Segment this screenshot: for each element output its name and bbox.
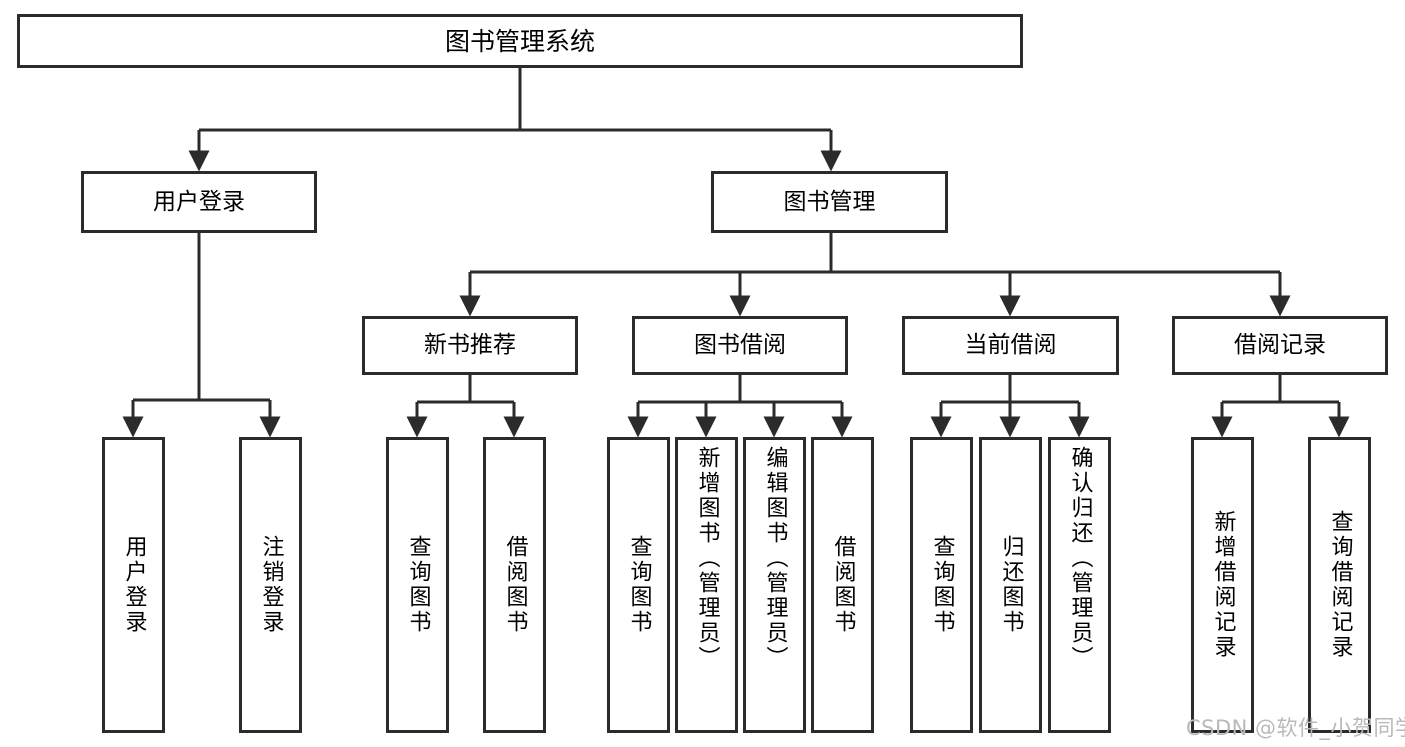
- leaf-current-borrow-query[interactable]: 查询图书: [910, 437, 973, 733]
- node-label: 确认归还（管理员）: [1067, 446, 1093, 671]
- node-label: 借阅图书: [830, 535, 856, 635]
- node-borrow-record[interactable]: 借阅记录: [1172, 316, 1388, 375]
- leaf-current-borrow-confirm[interactable]: 确认归还（管理员）: [1048, 437, 1111, 733]
- leaf-text-wrap: 查询借阅记录: [1311, 440, 1368, 730]
- leaf-text-wrap: 确认归还（管理员）: [1051, 440, 1108, 736]
- leaf-user-login-logout[interactable]: 注销登录: [239, 437, 302, 733]
- leaf-text-wrap: 新增图书（管理员）: [678, 440, 735, 736]
- node-label: 图书借阅: [694, 332, 786, 358]
- node-label: 归还图书: [998, 535, 1024, 635]
- node-label: 新书推荐: [424, 332, 516, 358]
- node-label: 借阅图书: [502, 535, 528, 635]
- node-book-management[interactable]: 图书管理: [711, 171, 948, 233]
- node-root-system[interactable]: 图书管理系统: [17, 14, 1023, 68]
- node-user-login[interactable]: 用户登录: [81, 171, 317, 233]
- leaf-current-borrow-return[interactable]: 归还图书: [979, 437, 1042, 733]
- node-label: 查询图书: [626, 535, 652, 635]
- node-new-book-recommend[interactable]: 新书推荐: [362, 316, 578, 375]
- leaf-text-wrap: 归还图书: [982, 440, 1039, 730]
- node-current-borrow[interactable]: 当前借阅: [902, 316, 1119, 375]
- leaf-text-wrap: 借阅图书: [486, 440, 543, 730]
- leaf-user-login-login[interactable]: 用户登录: [102, 437, 165, 733]
- leaf-book-borrow-borrow[interactable]: 借阅图书: [811, 437, 874, 733]
- leaf-new-book-query[interactable]: 查询图书: [386, 437, 449, 733]
- leaf-borrow-record-query[interactable]: 查询借阅记录: [1308, 437, 1371, 733]
- leaf-text-wrap: 注销登录: [242, 440, 299, 730]
- leaf-book-borrow-query[interactable]: 查询图书: [607, 437, 670, 733]
- node-book-borrow[interactable]: 图书借阅: [632, 316, 848, 375]
- leaf-text-wrap: 新增借阅记录: [1194, 440, 1251, 730]
- node-label: 图书管理: [783, 188, 876, 215]
- node-label: 新增借阅记录: [1210, 510, 1236, 660]
- node-label: 借阅记录: [1234, 332, 1326, 358]
- leaf-text-wrap: 查询图书: [913, 440, 970, 730]
- leaf-book-borrow-add[interactable]: 新增图书（管理员）: [675, 437, 738, 733]
- leaf-book-borrow-edit[interactable]: 编辑图书（管理员）: [743, 437, 806, 733]
- node-label: 查询图书: [405, 535, 431, 635]
- leaf-borrow-record-add[interactable]: 新增借阅记录: [1191, 437, 1254, 733]
- leaf-text-wrap: 编辑图书（管理员）: [746, 440, 803, 736]
- node-label: 查询借阅记录: [1327, 510, 1353, 660]
- node-label: 新增图书（管理员）: [694, 446, 720, 671]
- node-label: 查询图书: [929, 535, 955, 635]
- leaf-text-wrap: 查询图书: [389, 440, 446, 730]
- leaf-new-book-borrow[interactable]: 借阅图书: [483, 437, 546, 733]
- node-label: 注销登录: [258, 535, 284, 635]
- csdn-watermark: CSDN @软件_小贺同学: [1186, 716, 1405, 740]
- node-label: 当前借阅: [964, 332, 1057, 358]
- node-label: 用户登录: [121, 535, 147, 635]
- node-label: 用户登录: [153, 188, 245, 215]
- node-label: 编辑图书（管理员）: [762, 446, 788, 671]
- leaf-text-wrap: 借阅图书: [814, 440, 871, 730]
- leaf-text-wrap: 用户登录: [105, 440, 162, 730]
- node-label: 图书管理系统: [444, 26, 595, 56]
- leaf-text-wrap: 查询图书: [610, 440, 667, 730]
